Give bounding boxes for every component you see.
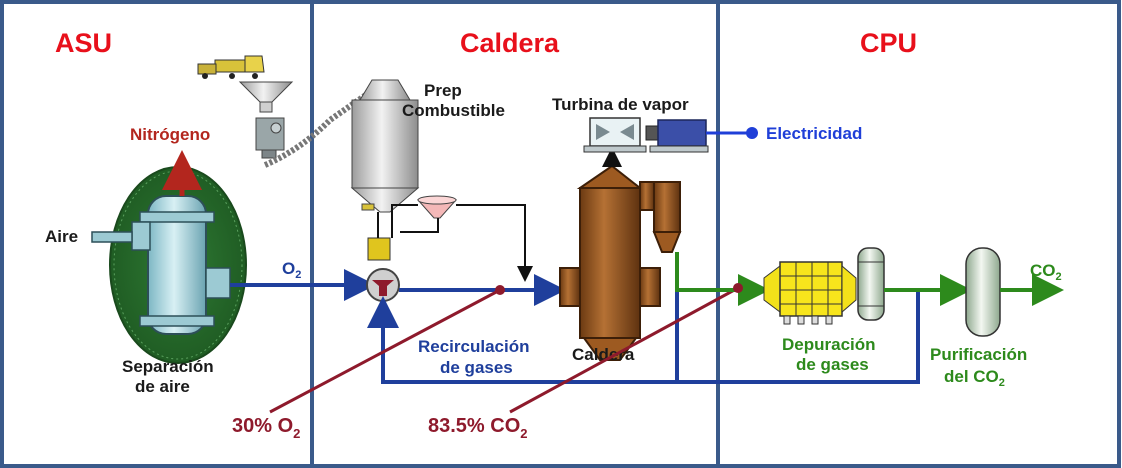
fuel-silo-icon: [350, 79, 420, 261]
fuel-line-2: [400, 218, 439, 233]
depuracion-label-line2: de gases: [796, 355, 869, 374]
depuracion-label-line1: Depuración: [782, 335, 876, 354]
boiler-icon: [559, 164, 682, 361]
prep-label-line1: Prep: [424, 81, 462, 100]
co2-purification-tank-icon: [965, 247, 1001, 337]
scrubber-tank-icon: [857, 247, 885, 321]
o2-label: O2: [282, 259, 301, 281]
mixer-icon: [366, 268, 400, 302]
prep-label-line2: Combustible: [402, 101, 505, 120]
section-title-asu: ASU: [55, 28, 112, 58]
steam-turbine-icon: [583, 117, 709, 153]
fuel-line-1: [391, 204, 418, 238]
section-title-caldera: Caldera: [460, 28, 560, 58]
co2-percentage-label: 83.5% CO2: [428, 415, 528, 441]
purificacion-label-line1: Purificación: [930, 345, 1027, 364]
electricidad-label: Electricidad: [766, 124, 862, 143]
caldera-unit-label: Caldera: [572, 345, 635, 364]
section-title-cpu: CPU: [860, 28, 917, 58]
o2-percentage-pointer: [269, 288, 501, 414]
fuel-line-3: [456, 204, 533, 282]
co2-junction: [733, 283, 743, 293]
gas-cleaning-unit-icon: [763, 261, 857, 325]
separacion-label-line2: de aire: [135, 377, 190, 396]
recirculacion-label-line2: de gases: [440, 358, 513, 377]
air-inlet-pipe: [91, 231, 133, 243]
recirculacion-label-line1: Recirculación: [418, 337, 530, 356]
co2-percentage-pointer: [509, 286, 739, 414]
purificacion-label-line2: del CO2: [944, 367, 1005, 389]
electricity-dot: [746, 127, 758, 139]
co2-output-label: CO2: [1030, 261, 1062, 283]
recycle-loop-line: [367, 290, 920, 384]
nitrogeno-label: Nitrógeno: [130, 125, 210, 144]
coal-truck-icon: [197, 55, 265, 79]
aire-label: Aire: [45, 227, 78, 246]
cyclone-separator-icon: [416, 195, 458, 219]
separacion-label-line1: Separación: [122, 357, 214, 376]
o2-percentage-label: 30% O2: [232, 415, 300, 441]
turbina-label: Turbina de vapor: [552, 95, 689, 114]
feed-hopper-icon: [238, 81, 294, 159]
air-separation-unit: [109, 166, 247, 364]
